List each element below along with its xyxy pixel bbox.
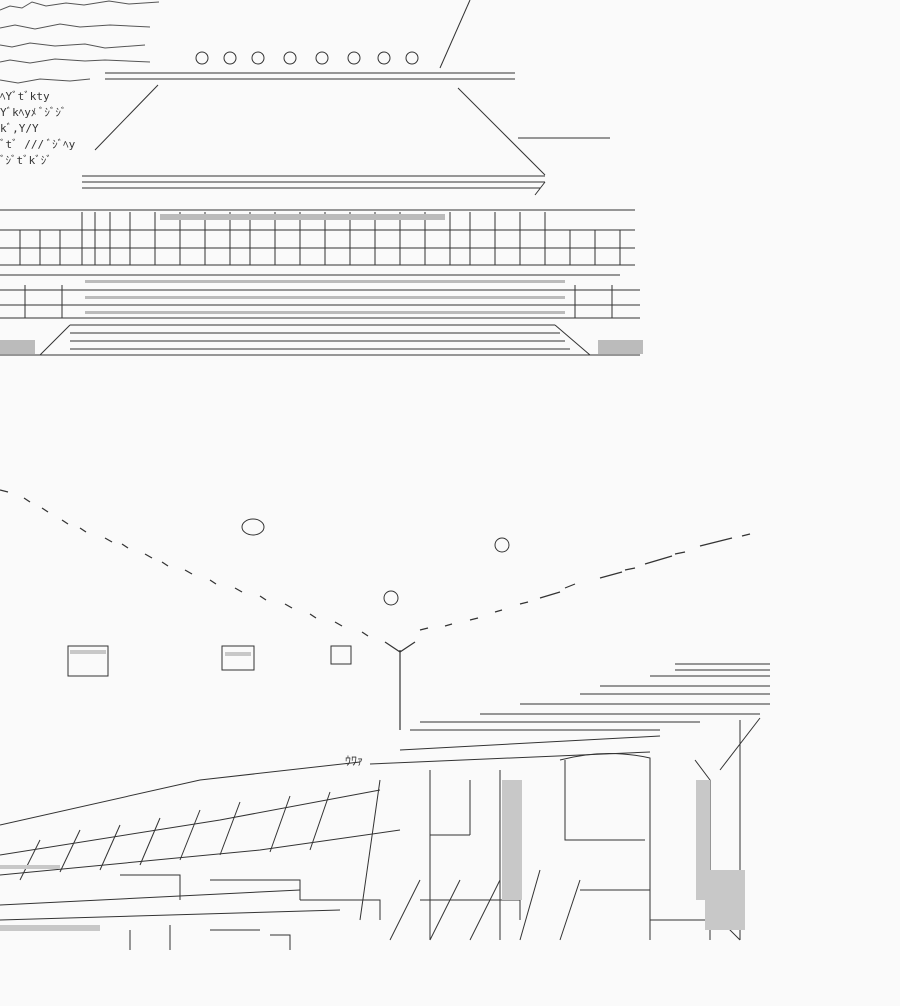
foliage-line-1: ﾍYﾞtﾞkty bbox=[0, 90, 50, 103]
temple-building-drawing: ﾍYﾞtﾞkty Yﾞkﾍyﾒ ﾞｼﾞｼﾞ kﾞ,Y/Y ﾞtﾞ /// ﾞｼﾞ… bbox=[0, 0, 643, 356]
signboard-text: ｳﾜｧ bbox=[345, 754, 363, 768]
station-arcade-art: ｳﾜｧ bbox=[0, 480, 780, 960]
foliage-line-3: kﾞ,Y/Y bbox=[0, 122, 39, 135]
foliage-line-5: ﾞｼﾞtﾞkﾞｼﾞ bbox=[0, 154, 52, 167]
station-arcade-drawing: ｳﾜｧ bbox=[0, 489, 770, 950]
foliage-line-4: ﾞtﾞ /// ﾞｼﾞﾍy bbox=[0, 138, 76, 151]
temple-building-art: ﾍYﾞtﾞkty Yﾞkﾍyﾒ ﾞｼﾞｼﾞ kﾞ,Y/Y ﾞtﾞ /// ﾞｼﾞ… bbox=[0, 0, 660, 365]
foliage-line-2: Yﾞkﾍyﾒ ﾞｼﾞｼﾞ bbox=[0, 106, 66, 119]
